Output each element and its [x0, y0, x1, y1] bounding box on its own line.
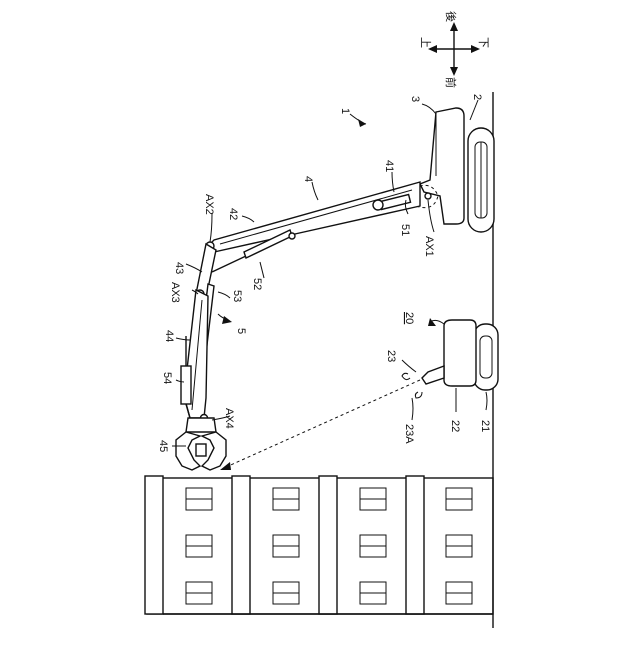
- label-ax4: AX4: [223, 408, 235, 429]
- label-ref-3: 3: [409, 96, 421, 102]
- compass-down-label: 下: [477, 37, 489, 48]
- remote-vehicle-body: [444, 320, 476, 386]
- camera-sensor: [402, 366, 444, 398]
- crusher-attachment: [176, 418, 226, 470]
- remote-vehicle-track: [474, 324, 498, 390]
- ax1-pin: [425, 193, 431, 199]
- label-ref-41: 41: [383, 160, 395, 172]
- label-ref-54: 54: [161, 372, 173, 384]
- label-ref-53: 53: [231, 290, 243, 302]
- label-ref-20: 20: [403, 312, 415, 324]
- label-ref-44: 44: [163, 330, 175, 342]
- label-ref-4: 4: [302, 176, 314, 182]
- label-ref-21: 21: [479, 420, 491, 432]
- label-ref-5: 5: [235, 328, 247, 334]
- label-ref-43: 43: [173, 262, 185, 274]
- label-ref-23a: 23A: [403, 424, 415, 444]
- label-ref-2: 2: [471, 94, 483, 100]
- ref5-arrowhead: [222, 316, 232, 324]
- label-ax3: AX3: [169, 282, 181, 303]
- compass-front-label: 前: [444, 77, 458, 88]
- upper-body: [420, 108, 464, 224]
- label-ax1: AX1: [423, 236, 435, 257]
- ref20-arrowhead: [428, 318, 436, 326]
- label-ax2: AX2: [203, 194, 215, 215]
- label-ref-51: 51: [399, 224, 411, 236]
- label-ref-52: 52: [251, 278, 263, 290]
- compass-rear-label: 後: [444, 11, 458, 22]
- label-ref-22: 22: [449, 420, 461, 432]
- ref1-arrowhead: [358, 119, 366, 127]
- label-ref-42: 42: [227, 208, 239, 220]
- crawler-track: [468, 128, 494, 232]
- direction-compass: [428, 22, 480, 76]
- label-ref-1: 1: [339, 108, 351, 114]
- label-ref-23: 23: [385, 350, 397, 362]
- label-ref-45: 45: [157, 440, 169, 452]
- sight-line: [224, 380, 420, 468]
- compass-up-label: 上: [419, 37, 432, 48]
